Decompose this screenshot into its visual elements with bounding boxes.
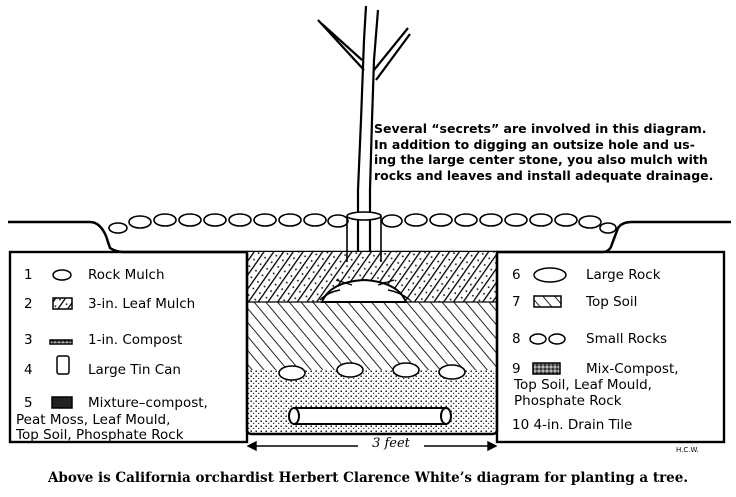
legend-item-9-detail: Top Soil, Leaf Mould, bbox=[514, 377, 652, 393]
legend-item-9-detail: Phosphate Rock bbox=[514, 393, 622, 409]
annotation-line: ing the large center stone, you also mul… bbox=[374, 152, 708, 167]
planting-hole bbox=[245, 252, 499, 436]
legend-item-5-detail: Top Soil, Phosphate Rock bbox=[16, 427, 184, 443]
legend-left-frame bbox=[8, 250, 249, 444]
artist-initials: H.C.W. bbox=[676, 446, 699, 454]
drain-tile bbox=[288, 407, 452, 425]
small-rocks-icon bbox=[529, 333, 566, 345]
top-soil-swatch-icon bbox=[533, 295, 562, 308]
mixture-swatch-icon bbox=[51, 396, 73, 409]
annotation-text: Several “secrets” are involved in this d… bbox=[374, 121, 726, 183]
tin-can bbox=[346, 211, 382, 262]
small-rocks-layer bbox=[278, 362, 466, 381]
annotation-line: In addition to digging an outsize hole a… bbox=[374, 136, 695, 152]
figure-caption: Above is California orchardist Herbert C… bbox=[47, 470, 689, 486]
legend-right-frame bbox=[495, 250, 726, 444]
width-dimension bbox=[246, 440, 498, 452]
legend-item-5-detail: Peat Moss, Leaf Mould, bbox=[16, 412, 171, 428]
rock-icon bbox=[52, 269, 72, 281]
center-rock bbox=[319, 278, 411, 303]
rock-mulch bbox=[108, 213, 617, 234]
compost-swatch-icon bbox=[49, 339, 73, 345]
mix-swatch-icon bbox=[532, 362, 561, 375]
legend-item-10: 10 4-in. Drain Tile bbox=[512, 417, 633, 433]
annotation-line: rocks and leaves and install adequate dr… bbox=[374, 167, 714, 183]
annotation-line: Several “secrets” are involved in this d… bbox=[374, 121, 707, 136]
large-rock-icon bbox=[533, 267, 567, 283]
leaf-mulch-swatch-icon bbox=[52, 297, 73, 310]
width-label: 3 feet bbox=[372, 436, 410, 451]
tree bbox=[317, 5, 411, 300]
tin-can-icon bbox=[56, 355, 70, 375]
